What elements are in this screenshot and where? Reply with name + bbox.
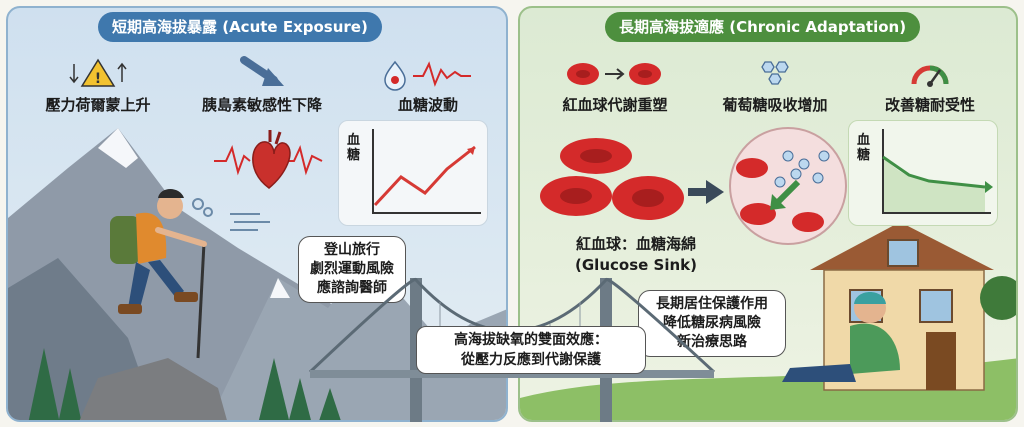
rbc-caption: 紅血球：血糖海綿 (Glucose Sink): [556, 234, 716, 276]
stress-hormone-label: 壓力荷爾蒙上升: [45, 96, 151, 114]
bridge-caption-line-2: 從壓力反應到代謝保護: [461, 352, 601, 368]
mountain-scene: [8, 128, 506, 420]
house-scene: [520, 222, 1016, 420]
hiking-advice-bubble: 登山旅行 劇烈運動風險 應諮詢醫師: [298, 236, 406, 303]
chronic-glucose-chart: 血糖: [848, 120, 998, 226]
acute-glucose-chart: 血糖: [338, 120, 488, 226]
hiker-illustration: [110, 189, 207, 359]
glucose-molecule-icon: [761, 61, 789, 85]
house-illustration: [810, 222, 994, 391]
chronic-glucose-line: [882, 155, 986, 189]
acute-glucose-line: [373, 145, 476, 207]
chronic-chart-plot: [882, 129, 993, 214]
insulin-sensitivity-label: 胰島素敏感性下降: [201, 96, 322, 114]
bridge-caption-line-1: 高海拔缺氧的雙面效應：: [454, 332, 608, 348]
bridge-caption: 高海拔缺氧的雙面效應： 從壓力反應到代謝保護: [416, 326, 646, 374]
acute-chart-y-label: 血糖: [347, 133, 361, 163]
rbc-caption-line-2: (Glucose Sink): [575, 256, 697, 274]
resting-person-illustration: [782, 292, 900, 382]
glucose-uptake-label: 葡萄糖吸收增加: [722, 96, 828, 114]
residence-benefit-line-2: 降低糖尿病風險: [663, 315, 761, 331]
gauge-icon: [911, 65, 949, 87]
hiking-advice-line-3: 應諮詢醫師: [317, 280, 387, 296]
blood-drop-wave-icon: [384, 60, 471, 91]
rbc-sink-illustration: [540, 127, 847, 245]
residence-benefit-line-3: 新治療思路: [677, 334, 747, 350]
heart-pulse-icon: [214, 130, 323, 189]
down-arrow-icon: [240, 56, 284, 86]
acute-chart-plot: [372, 129, 481, 214]
chronic-chart-y-label: 血糖: [857, 133, 871, 163]
chronic-adaptation-panel: 長期高海拔適應 (Chronic Adaptation): [518, 6, 1018, 422]
hiking-advice-line-1: 登山旅行: [324, 242, 380, 258]
chronic-panel-title: 長期高海拔適應 (Chronic Adaptation): [605, 12, 921, 42]
rbc-remodel-label: 紅血球代謝重塑: [562, 96, 668, 114]
acute-panel-title: 短期高海拔暴露 (Acute Exposure): [98, 12, 382, 42]
acute-exposure-panel: 短期高海拔暴露 (Acute Exposure): [6, 6, 508, 422]
blood-glucose-label: 血糖波動: [397, 96, 458, 114]
svg-text:!: !: [95, 71, 101, 87]
rbc-caption-line-1: 紅血球：血糖海綿: [575, 235, 696, 253]
hiking-advice-line-2: 劇烈運動風險: [310, 261, 394, 277]
residence-benefit-line-1: 長期居住保護作用: [656, 296, 768, 312]
warning-stress-icon: !: [69, 58, 127, 87]
red-cells-icon: [567, 63, 661, 85]
glucose-tolerance-label: 改善糖耐受性: [884, 96, 975, 114]
